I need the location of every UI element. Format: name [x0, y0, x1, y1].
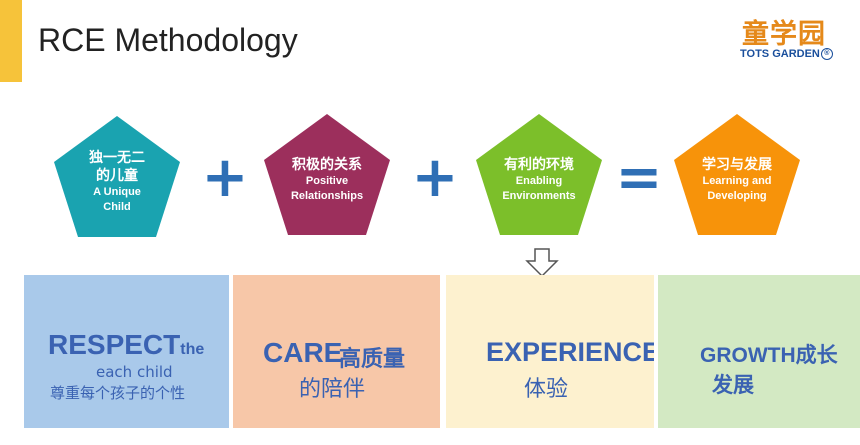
down-arrow-icon	[525, 248, 559, 278]
pentagon-positive-relationships: 积极的关系 Positive Relationships	[262, 112, 392, 237]
pentagon-en-line1: A Unique	[93, 185, 141, 198]
growth-keyword-suffix: 成长	[795, 343, 838, 367]
care-overlay-text: 高质量	[339, 347, 406, 372]
pentagon-shape	[264, 114, 390, 235]
pentagon-label: 独一无二 的儿童 A Unique Child	[52, 114, 182, 239]
pentagon-cn-line1: 独一无二	[89, 149, 145, 166]
logo-english-name: TOTS GARDEN	[740, 48, 820, 60]
pentagon-unique-child: 独一无二 的儿童 A Unique Child	[52, 114, 182, 239]
experience-box: EXPERIENCE 体验	[446, 275, 654, 428]
experience-line1: 体验	[524, 377, 569, 402]
pentagon-cn-line1: 积极的关系	[292, 156, 362, 173]
pentagon-cn-line1: 有利的环境	[504, 156, 574, 173]
pentagon-en-line2: Developing	[707, 189, 767, 202]
plus-operator-2: +	[411, 145, 459, 210]
respect-keyword-main: RESPECT	[48, 329, 181, 360]
pentagon-label: 有利的环境 Enabling Environments	[474, 112, 604, 237]
pentagon-shape	[476, 114, 602, 235]
pentagon-shape	[54, 116, 180, 237]
respect-line1: each child	[96, 363, 173, 381]
logo-english-text: TOTS GARDEN®	[740, 48, 833, 61]
pentagon-label: 学习与发展 Learning and Developing	[672, 112, 802, 237]
pentagon-en-line2: Environments	[502, 189, 576, 202]
equals-operator: =	[615, 145, 663, 210]
respect-box: RESPECTthe each child 尊重每个孩子的个性	[24, 275, 229, 428]
pentagon-shape	[674, 114, 800, 235]
tots-garden-logo: 童学园 TOTS GARDEN®	[738, 12, 846, 68]
growth-line1: 发展	[712, 373, 754, 397]
growth-keyword: GROWTH成长	[700, 339, 838, 369]
pentagon-enabling-environments: 有利的环境 Enabling Environments	[474, 112, 604, 237]
pentagon-label: 积极的关系 Positive Relationships	[262, 112, 392, 237]
growth-keyword-main: GROWTH	[700, 344, 796, 367]
care-box: CARE 高质量 的陪伴	[233, 275, 440, 428]
slide-title: RCE Methodology	[38, 22, 298, 58]
pentagon-cn-line2: 的儿童	[96, 167, 138, 184]
experience-keyword: EXPERIENCE	[486, 337, 654, 367]
registered-mark-icon: ®	[820, 48, 833, 61]
care-line1: 的陪伴	[299, 377, 366, 402]
respect-keyword-suffix: the	[180, 341, 205, 358]
plus-operator-1: +	[201, 145, 249, 210]
pentagon-en-line1: Positive	[305, 174, 349, 187]
pentagon-cn-line1: 学习与发展	[702, 156, 772, 173]
logo-chinese-text: 童学园	[742, 19, 826, 50]
pentagon-en-line1: Learning and	[702, 174, 772, 187]
growth-box: GROWTH成长 发展	[658, 275, 860, 428]
pentagon-en-line2: Child	[103, 200, 131, 213]
respect-keyword: RESPECTthe	[48, 329, 204, 361]
pentagon-learning-developing: 学习与发展 Learning and Developing	[672, 112, 802, 237]
pentagon-en-line2: Relationships	[290, 189, 364, 202]
title-accent-bar	[0, 0, 22, 82]
respect-line2: 尊重每个孩子的个性	[50, 384, 186, 402]
pentagon-en-line1: Enabling	[515, 174, 563, 187]
care-keyword: CARE	[263, 337, 343, 368]
